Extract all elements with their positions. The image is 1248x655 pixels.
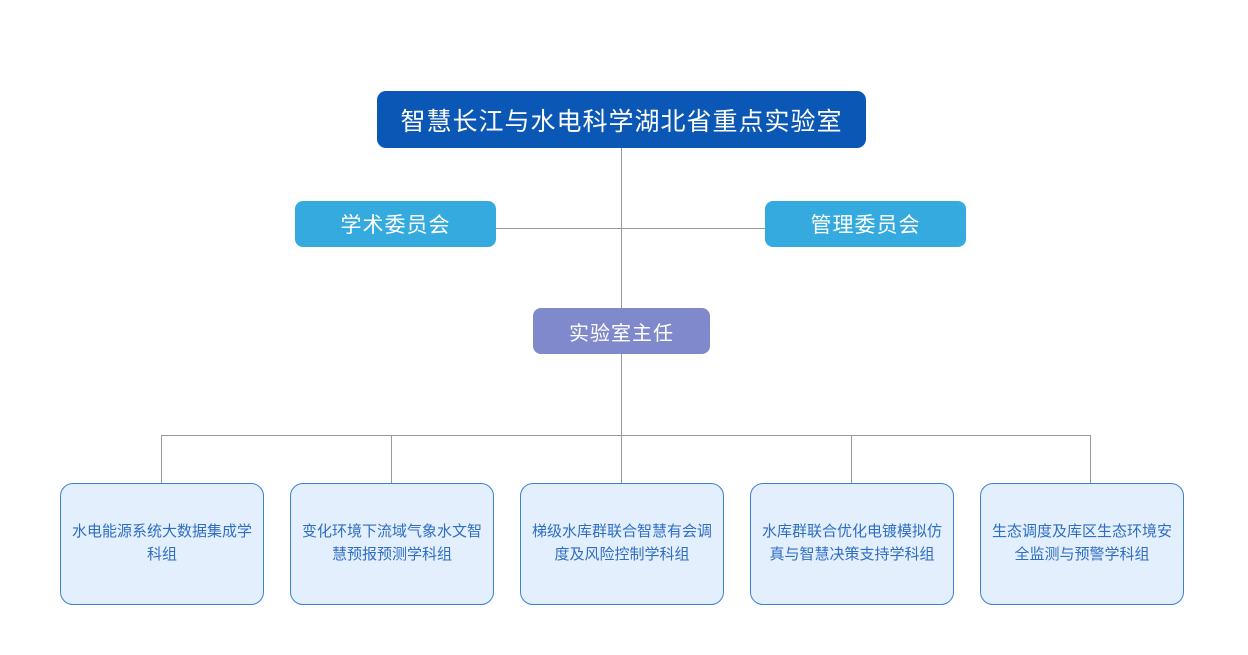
node-group-1-label: 水电能源系统大数据集成学科组 [71, 523, 252, 563]
node-group-5-label: 生态调度及库区生态环境安全监测与预警学科组 [991, 523, 1172, 563]
node-root-label: 智慧长江与水电科学湖北省重点实验室 [400, 107, 843, 136]
node-group-4-label: 水库群联合优化电镀模拟仿真与智慧决策支持学科组 [761, 523, 942, 563]
node-group-1[interactable]: 水电能源系统大数据集成学科组 [60, 483, 264, 605]
node-group-2-label: 变化环境下流域气象水文智慧预报预测学科组 [301, 523, 482, 563]
connector-drop-group-2 [391, 435, 392, 483]
node-academic-committee[interactable]: 学术委员会 [295, 201, 496, 247]
node-management-committee-label: 管理委员会 [810, 214, 921, 237]
node-management-committee[interactable]: 管理委员会 [765, 201, 966, 247]
connector-drop-group-1 [161, 435, 162, 483]
node-group-3-label: 梯级水库群联合智慧有会调度及风险控制学科组 [531, 523, 712, 563]
node-group-2[interactable]: 变化环境下流域气象水文智慧预报预测学科组 [290, 483, 494, 605]
node-lab-director[interactable]: 实验室主任 [533, 308, 710, 354]
node-lab-director-label: 实验室主任 [569, 322, 674, 345]
connector-drop-group-5 [1090, 435, 1091, 483]
node-group-5[interactable]: 生态调度及库区生态环境安全监测与预警学科组 [980, 483, 1184, 605]
connector-group-bus [161, 435, 1091, 436]
node-group-4[interactable]: 水库群联合优化电镀模拟仿真与智慧决策支持学科组 [750, 483, 954, 605]
connector-director-to-groups [621, 354, 622, 435]
node-academic-committee-label: 学术委员会 [340, 214, 451, 237]
connector-drop-group-4 [851, 435, 852, 483]
node-group-3[interactable]: 梯级水库群联合智慧有会调度及风险控制学科组 [520, 483, 724, 605]
connector-committee-bus [496, 228, 765, 229]
connector-drop-group-3 [621, 435, 622, 483]
node-root-laboratory[interactable]: 智慧长江与水电科学湖北省重点实验室 [377, 91, 866, 148]
